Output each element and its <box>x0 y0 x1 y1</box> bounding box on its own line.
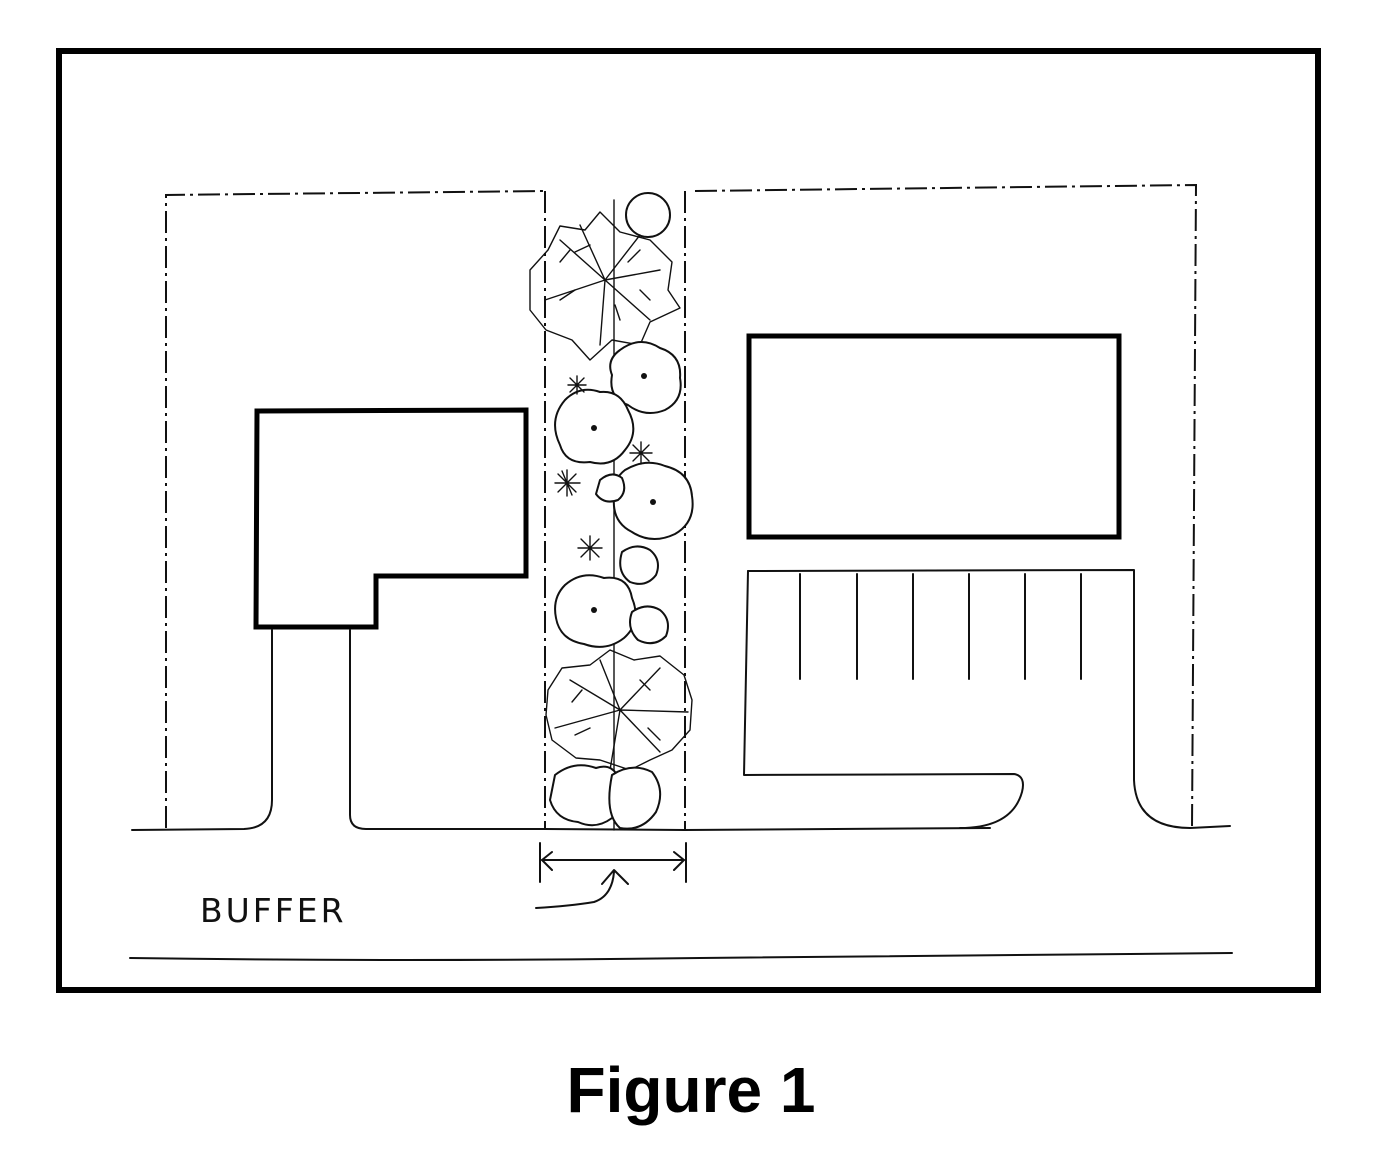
figure-caption: Figure 1 <box>566 1054 816 1126</box>
left-driveway <box>131 629 546 831</box>
shrub-5 <box>619 545 659 585</box>
shrub-6 <box>554 574 637 648</box>
commercial-building <box>746 333 1122 540</box>
shrub-2 <box>554 388 635 465</box>
parking-lot <box>743 569 1231 829</box>
site-plan-diagram: BUFFER <box>56 48 1321 993</box>
buffer-label: BUFFER <box>200 891 347 930</box>
spiky-accent-plants <box>554 375 653 561</box>
shrub-4 <box>595 473 626 503</box>
shrub-1 <box>609 341 682 415</box>
figure-frame <box>56 48 1321 993</box>
shade-tree-bottom <box>545 649 693 830</box>
buffer-width-dimension <box>539 842 687 883</box>
street-edge <box>544 827 991 831</box>
shade-tree-top <box>529 192 681 361</box>
residential-building <box>253 407 529 630</box>
buffer-leader-arrow <box>535 869 629 909</box>
shrub-3 <box>612 461 694 540</box>
buffer-planting <box>529 192 694 831</box>
shrub-7 <box>629 605 669 645</box>
road-line <box>129 952 1233 961</box>
